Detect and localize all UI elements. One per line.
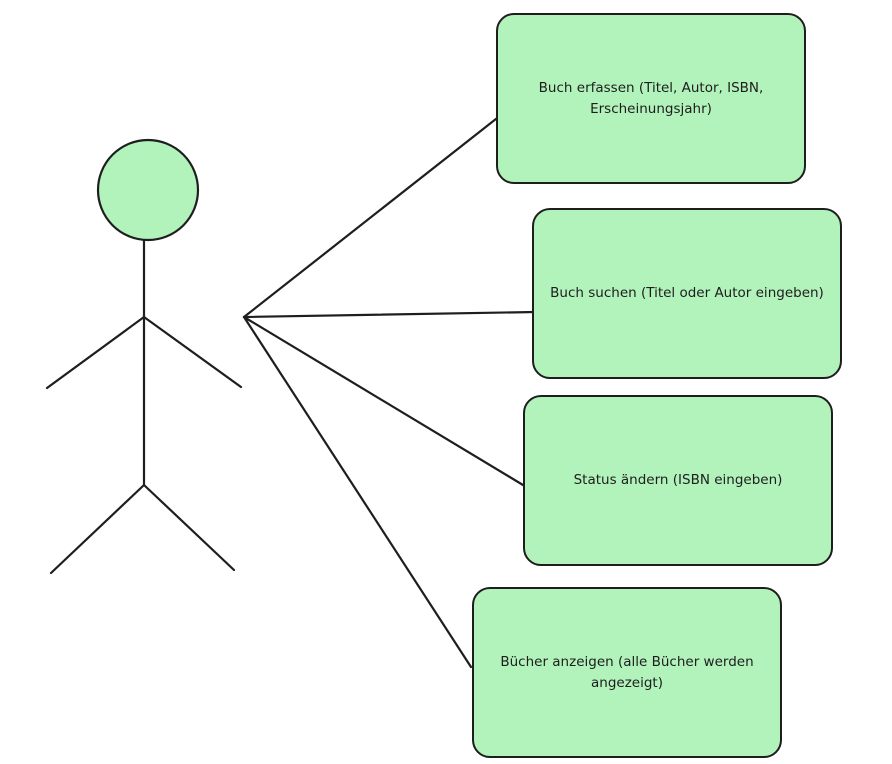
actor-left-leg	[49, 483, 146, 575]
association-lines	[242, 113, 537, 669]
association-line-anzeigen	[242, 315, 473, 669]
use-case-buecher-anzeigen[interactable]: Bücher anzeigen (alle Bücher werden ange…	[472, 587, 782, 758]
actor-right-leg	[142, 483, 236, 572]
actor-head	[96, 138, 200, 242]
use-case-buch-suchen[interactable]: Buch suchen (Titel oder Autor eingeben)	[532, 208, 842, 379]
use-case-label: Buch suchen (Titel oder Autor eingeben)	[550, 285, 824, 301]
use-case-status-aendern[interactable]: Status ändern (ISBN eingeben)	[523, 395, 833, 566]
use-case-label: Bücher anzeigen (alle Bücher werden ange…	[500, 653, 754, 691]
use-case-buch-erfassen[interactable]: Buch erfassen (Titel, Autor, ISBN, Ersch…	[496, 13, 806, 184]
actor-figure	[45, 138, 243, 575]
association-line-suchen	[242, 310, 537, 319]
use-case-label: Status ändern (ISBN eingeben)	[573, 472, 783, 488]
actor-left-arm	[45, 315, 146, 390]
association-line-status	[242, 315, 525, 487]
actor-right-arm	[142, 315, 243, 389]
use-case-label: Buch erfassen (Titel, Autor, ISBN, Ersch…	[538, 79, 764, 117]
association-line-erfassen	[242, 113, 503, 319]
